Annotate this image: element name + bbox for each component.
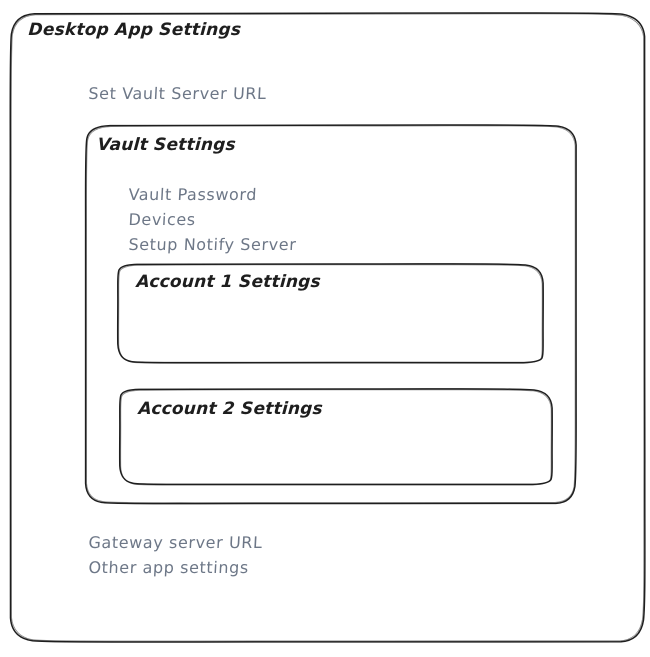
vault-option-devices[interactable]: Devices bbox=[128, 210, 197, 229]
app-option-other-app-settings[interactable]: Other app settings bbox=[88, 558, 250, 577]
desktop-app-settings-title: Desktop App Settings bbox=[27, 20, 242, 40]
vault-options-list: Vault Password Devices Setup Notify Serv… bbox=[128, 185, 297, 254]
set-vault-server-url-label[interactable]: Set Vault Server URL bbox=[87, 84, 268, 103]
account-2-settings-title: Account 2 Settings bbox=[137, 399, 324, 419]
account-1-settings-title: Account 1 Settings bbox=[135, 272, 322, 292]
vault-settings-title: Vault Settings bbox=[96, 135, 237, 155]
app-option-gateway-server-url[interactable]: Gateway server URL bbox=[88, 533, 264, 552]
vault-option-setup-notify-server[interactable]: Setup Notify Server bbox=[128, 235, 297, 254]
app-options-list: Gateway server URL Other app settings bbox=[88, 533, 264, 577]
vault-option-vault-password[interactable]: Vault Password bbox=[128, 185, 258, 204]
